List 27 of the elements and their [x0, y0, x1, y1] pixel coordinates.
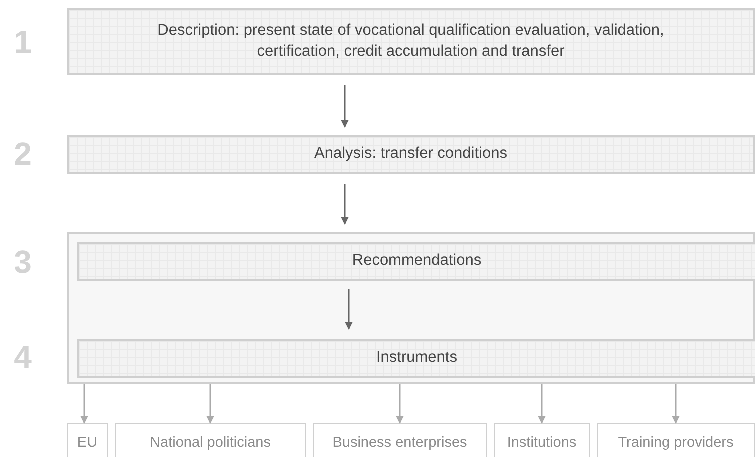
box-label: Description: present state of vocational qualification evaluation, validation, certification, credit accumulation and transfer: [156, 21, 666, 62]
arrow: [396, 384, 404, 424]
audience-box: [597, 423, 755, 457]
audience-box: [313, 423, 487, 457]
stage-box: [77, 242, 755, 281]
arrow: [672, 384, 680, 424]
audience-box: [115, 423, 306, 457]
arrow: [345, 289, 353, 330]
arrow: [80, 384, 88, 424]
audience-box: [67, 423, 108, 457]
box-label: Business enterprises: [332, 434, 468, 453]
stage-box: [67, 8, 755, 75]
box-label: EU: [77, 434, 98, 453]
arrow: [341, 184, 349, 225]
audience-box: [494, 423, 590, 457]
arrow: [538, 384, 546, 424]
stage-box: [67, 135, 755, 174]
box-label: Analysis: transfer conditions: [314, 144, 508, 164]
box-label: Recommendations: [352, 251, 482, 272]
arrow: [206, 384, 214, 424]
box-label: Instruments: [376, 348, 458, 368]
arrow: [341, 85, 349, 128]
stage-box: [77, 339, 755, 378]
container-box: [67, 232, 755, 384]
box-label: Training providers: [618, 434, 734, 453]
box-label: Institutions: [507, 434, 577, 453]
box-label: National politicians: [150, 434, 271, 453]
